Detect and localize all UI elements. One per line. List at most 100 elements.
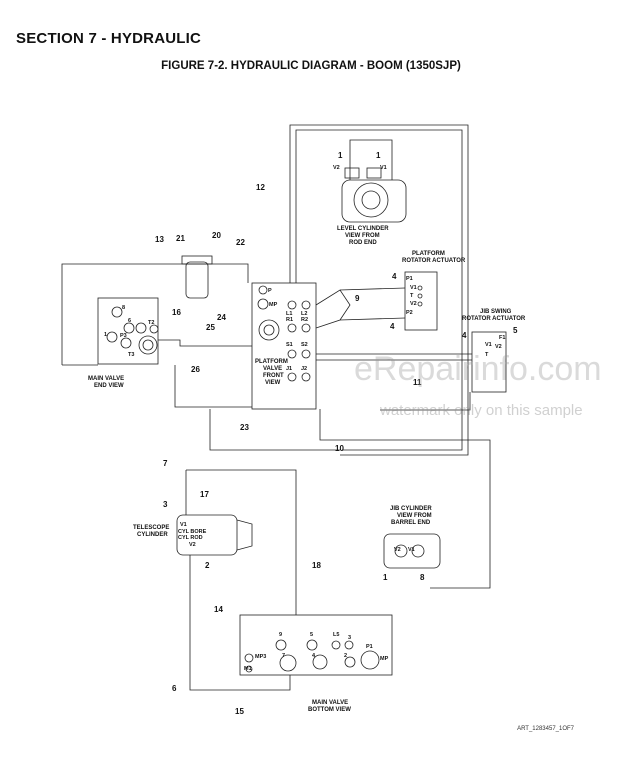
port-v1-jibcyl: V1 [408,547,415,553]
port-cyl-bore: CYL BORE [178,529,207,535]
caption-jib-cyl-2: VIEW FROM [397,513,432,519]
watermark-main: eRepairinfo.com [354,350,602,388]
port-l2: L2 [301,311,307,317]
section-title: SECTION 7 - HYDRAULIC [16,30,202,47]
port-v1-jib: V1 [485,342,492,348]
caption-telescope-1: TELESCOPE [133,525,169,531]
caption-platform-valve-4: VIEW [265,380,281,386]
caption-platform-valve-2: VALVE [263,366,282,372]
callout-16: 16 [172,308,181,317]
port-v2-platform: V2 [410,301,417,307]
main-valve-end-block [97,297,159,365]
port-r1: R1 [286,317,293,323]
port-5-bottom: 5 [310,632,313,638]
level-cylinder-body [341,179,407,223]
caption-main-end-2: END VIEW [94,383,124,389]
port-p3: P3 [120,333,127,339]
port-r2: R2 [301,317,308,323]
port-v2-level: V2 [333,165,340,171]
callout-11: 11 [413,378,422,387]
caption-jib-cyl-1: JIB CYLINDER [390,506,432,512]
figure-title: FIGURE 7-2. HYDRAULIC DIAGRAM - BOOM (13… [161,60,461,72]
callout-18: 18 [312,561,321,570]
port-f1-jib: F1 [499,335,505,341]
caption-jib-swing-2: ROTATOR ACTUATOR [462,316,526,322]
callout-5: 5 [513,326,518,335]
port-v2-jib: V2 [495,344,502,350]
port-j1: J1 [286,366,292,372]
callout-4c: 4 [462,331,467,340]
port-9-bottom: 9 [279,632,282,638]
callout-2: 2 [205,561,210,570]
port-p2-platform: P2 [406,310,413,316]
port-v2-telescope: V2 [189,542,196,548]
port-t-platform: T [410,293,414,299]
platform-rotator-block [404,271,438,331]
port-3-bottom: 3 [348,635,351,641]
port-p1-platform: P1 [406,276,413,282]
caption-main-bottom-1: MAIN VALVE [312,700,348,706]
port-v2-jibcyl: V2 [394,547,401,553]
caption-platform-valve-1: PLATFORM [255,359,288,365]
caption-platform-valve-3: FRONT [263,373,284,379]
port-m1: M1 [244,666,252,672]
port-mp-bottom: MP [380,656,389,662]
callout-17: 17 [200,490,209,499]
callout-1b: 1 [376,151,381,160]
callout-24: 24 [217,313,226,322]
caption-platform-rot-2: ROTATOR ACTUATOR [402,258,466,264]
caption-jib-cyl-3: BARREL END [391,520,431,526]
caption-platform-rot-1: PLATFORM [412,251,445,257]
watermark-sub: watermark only on this sample [380,402,583,419]
callout-7: 7 [163,459,168,468]
callout-8: 8 [420,573,425,582]
callout-15: 15 [235,707,244,716]
callout-20: 20 [212,231,221,240]
callout-9: 9 [355,294,360,303]
callout-21: 21 [176,234,185,243]
port-v1-platform: V1 [410,285,417,291]
port-cyl-rod: CYL ROD [178,535,203,541]
callout-25: 25 [206,323,215,332]
port-v1-telescope: V1 [180,522,187,528]
port-v1-level: V1 [380,165,387,171]
port-7-bottom: 7 [282,653,285,659]
port-8-end: 8 [122,305,125,311]
caption-level-cyl-2: VIEW FROM [345,233,380,239]
port-6-end: 6 [128,318,131,324]
port-p1-bottom: P1 [366,644,373,650]
callout-13: 13 [155,235,164,244]
jib-swing-rotator-block [471,331,507,393]
callout-12: 12 [256,183,265,192]
callout-14: 14 [214,605,223,614]
caption-level-cyl-3: ROD END [349,240,377,246]
jib-cylinder-body [383,533,441,569]
callout-1c: 1 [383,573,388,582]
telescope-cylinder-body [176,514,238,556]
callout-6: 6 [172,684,177,693]
callout-26: 26 [191,365,200,374]
caption-main-end-1: MAIN VALVE [88,376,124,382]
port-l1: L1 [286,311,292,317]
level-cylinder-rod-end [353,182,389,218]
port-t2: T2 [148,320,154,326]
callout-4b: 4 [390,322,395,331]
caption-main-bottom-2: BOTTOM VIEW [308,707,351,713]
port-1-end: 1 [104,332,107,338]
port-mp: MP [269,302,278,308]
callout-3: 3 [163,500,168,509]
main-valve-bottom-block [239,614,393,676]
caption-jib-swing-1: JIB SWING [480,309,512,315]
port-4-bottom: 4 [312,653,316,659]
caption-level-cyl-1: LEVEL CYLINDER [337,226,389,232]
filter-housing [185,261,209,299]
port-j2: J2 [301,366,307,372]
callout-4a: 4 [392,272,397,281]
port-t3: T3 [128,352,134,358]
port-t-jib: T [485,352,489,358]
callout-23: 23 [240,423,249,432]
callout-22: 22 [236,238,245,247]
port-l5: L5 [333,632,339,638]
art-id: ART_1283457_1OF7 [517,726,574,732]
